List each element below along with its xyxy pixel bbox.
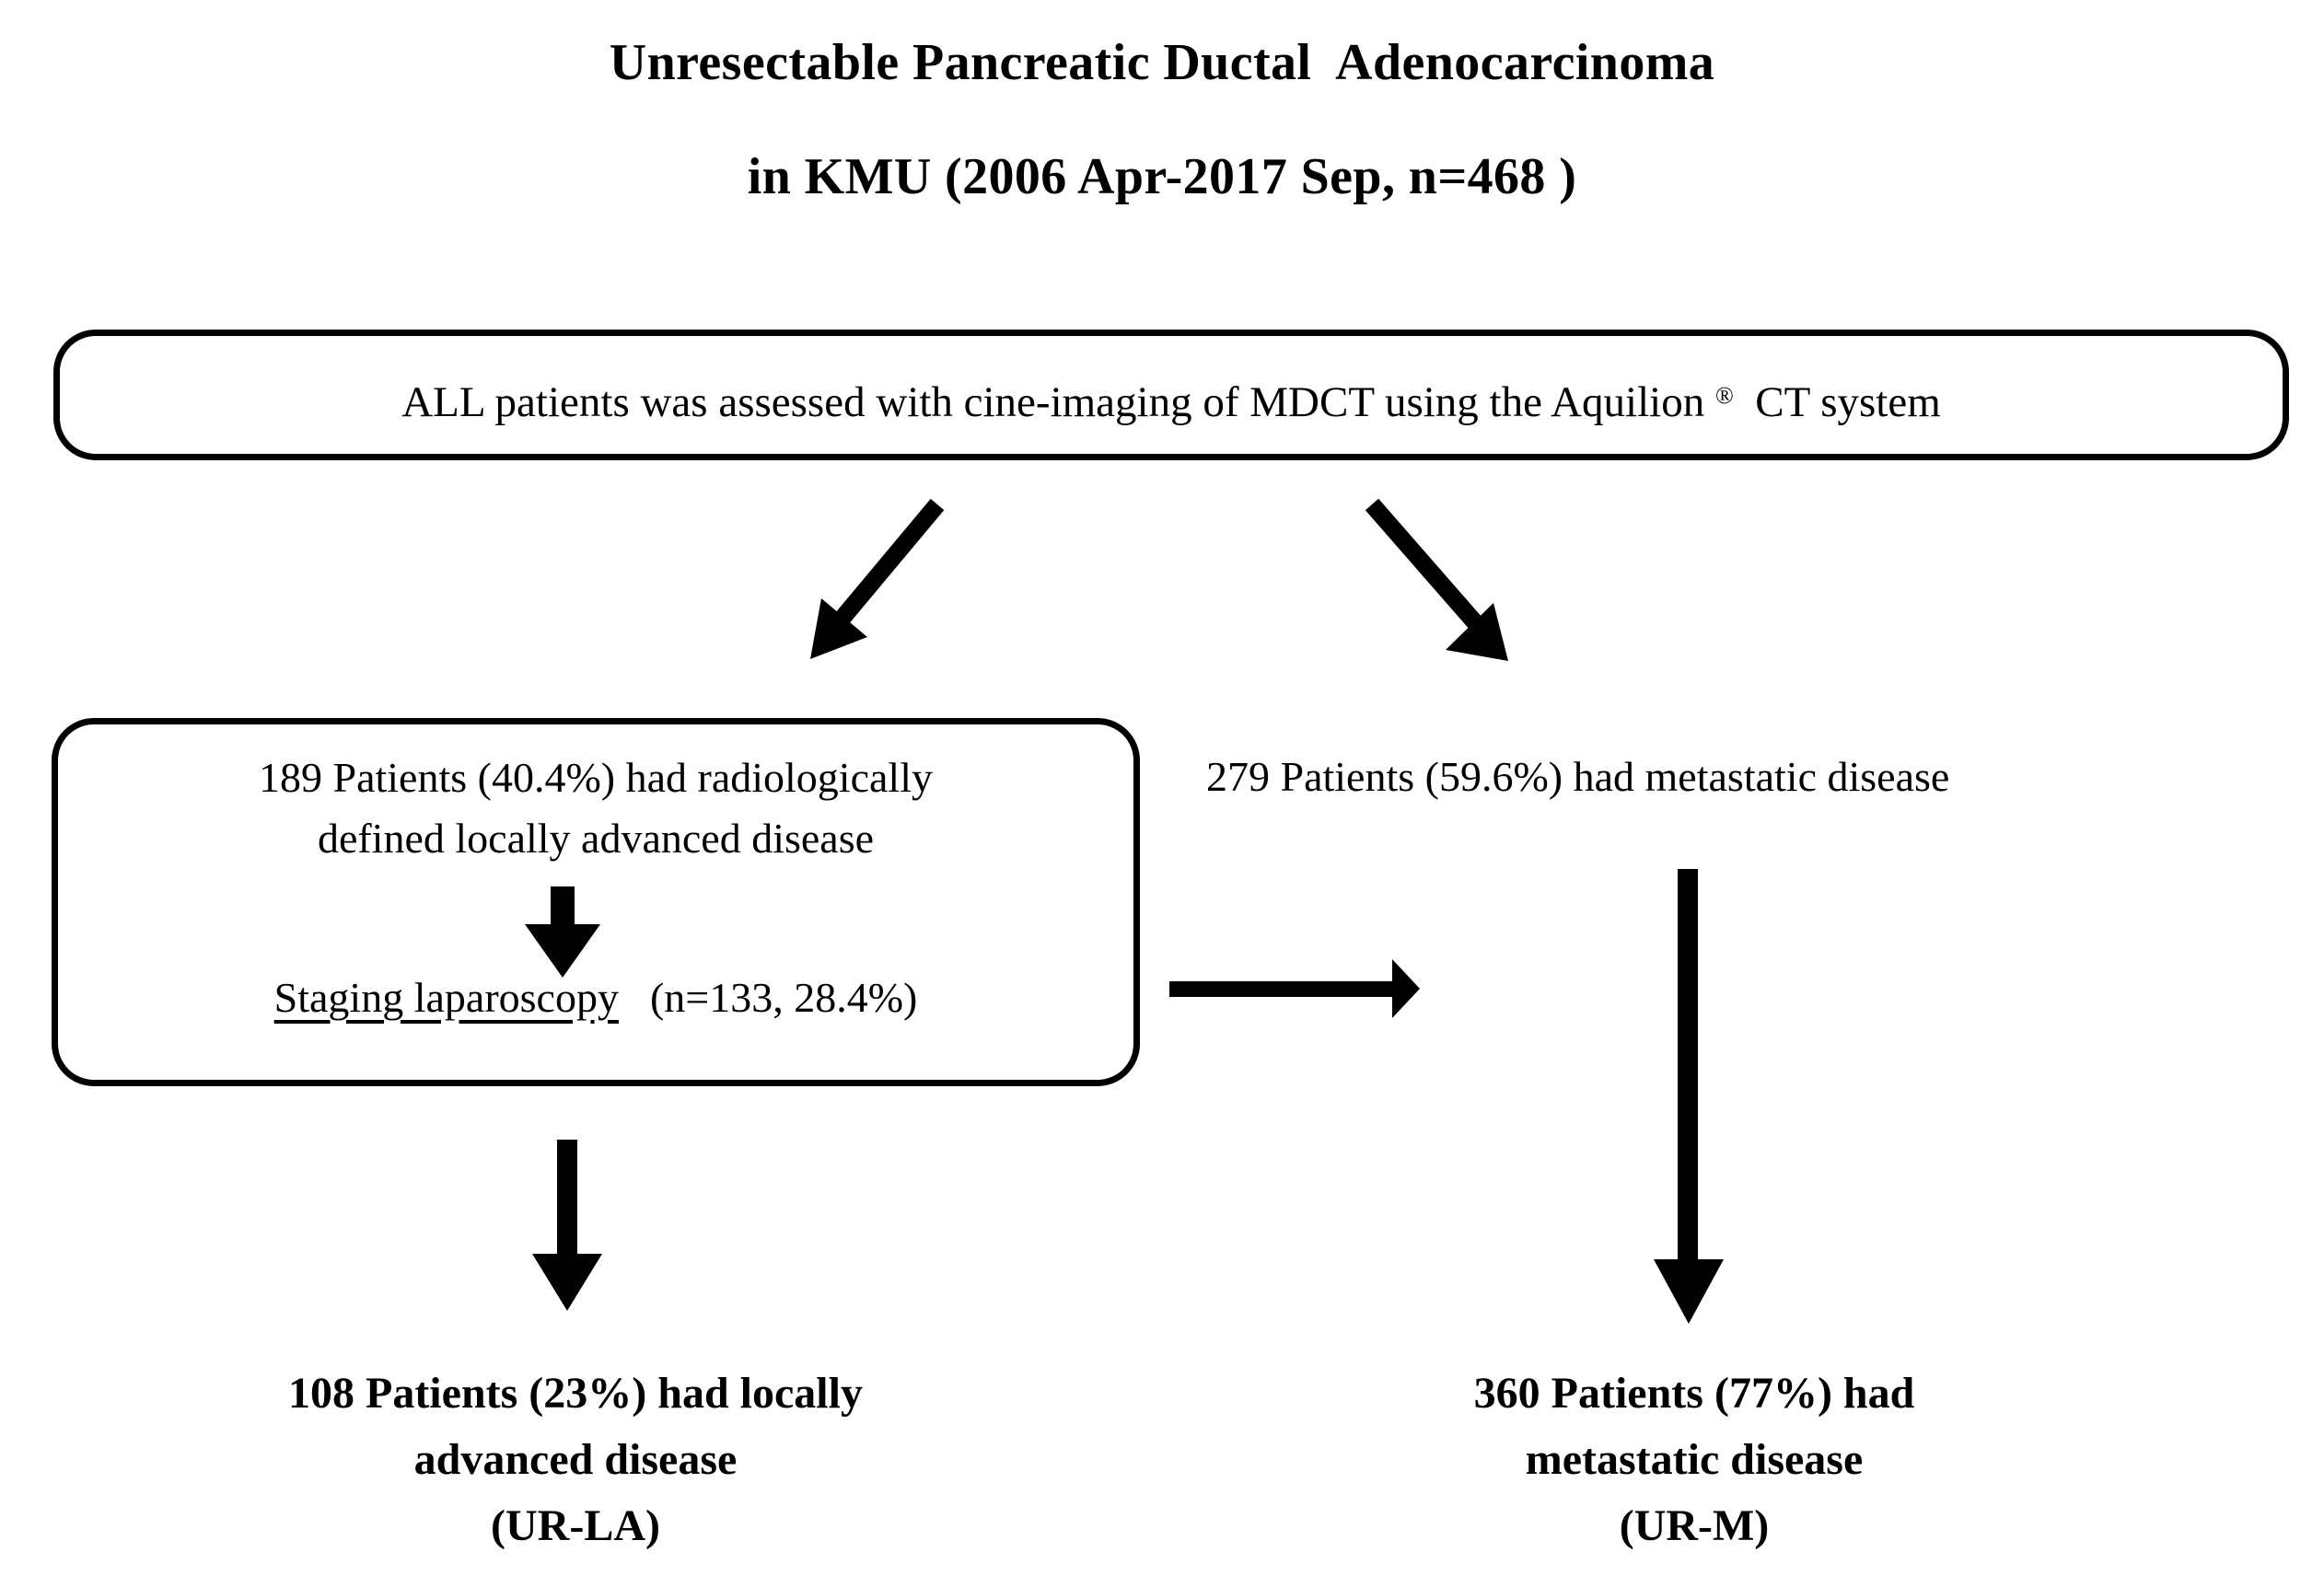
staging-laparoscopy-label: Staging laparoscopy bbox=[273, 974, 619, 1021]
outcome-left-line-2: advanced disease bbox=[413, 1435, 738, 1484]
arrow-metastatic-to-outcome-right bbox=[1654, 869, 1724, 1324]
outcome-left-line-3: (UR-LA) bbox=[491, 1501, 660, 1550]
staging-laparoscopy-row: Staging laparoscopy (n=133, 28.4%) bbox=[52, 968, 1140, 1027]
outcome-metastatic: 360 Patients (77%) had metastatic disease… bbox=[1188, 1361, 2201, 1559]
locally-advanced-line-1: 189 Patients (40.4%) had radiologically bbox=[258, 754, 933, 801]
outcome-right-line-2: metastatic disease bbox=[1525, 1435, 1864, 1484]
cohort-assessment-label: ALL patients was assessed with cine-imag… bbox=[53, 366, 2289, 432]
staging-laparoscopy-stats: (n=133, 28.4%) bbox=[649, 974, 918, 1021]
cohort-assessment-box bbox=[53, 330, 2289, 460]
registered-trademark-icon: ® bbox=[1715, 382, 1734, 409]
outcome-right-line-1: 360 Patients (77%) had bbox=[1473, 1369, 1915, 1418]
cohort-text-after-mark: CT system bbox=[1733, 378, 1941, 426]
cohort-text-before-mark: ALL patients was assessed with cine-imag… bbox=[401, 378, 1715, 426]
arrow-la-box-to-outcome-left bbox=[532, 1140, 602, 1311]
locally-advanced-box bbox=[52, 718, 1140, 1086]
outcome-right-line-3: (UR-M) bbox=[1619, 1501, 1770, 1550]
locally-advanced-line-2: defined locally advanced disease bbox=[317, 815, 875, 862]
arrow-cohort-to-locally-advanced bbox=[810, 498, 945, 659]
arrow-laparoscopy-to-metastatic bbox=[1169, 959, 1420, 1018]
locally-advanced-description: 189 Patients (40.4%) had radiologically d… bbox=[52, 747, 1140, 869]
figure-title-line-2: in KMU (2006 Apr-2017 Sep, n=468 ) bbox=[747, 148, 1577, 205]
metastatic-branch-label: 279 Patients (59.6%) had metastatic dise… bbox=[1206, 753, 1950, 800]
figure-title-line-1: Unresectable Pancreatic Ductal Adenocarc… bbox=[609, 34, 1715, 91]
outcome-left-line-1: 108 Patients (23%) had locally bbox=[288, 1369, 863, 1418]
outcome-locally-advanced: 108 Patients (23%) had locally advanced d… bbox=[55, 1361, 1096, 1559]
arrow-cohort-to-metastatic bbox=[1365, 498, 1508, 661]
